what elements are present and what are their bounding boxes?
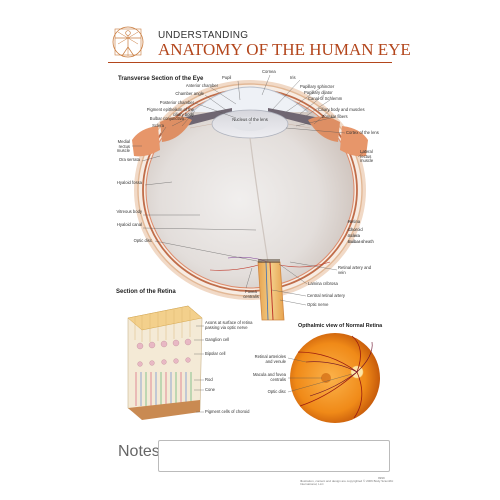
medial-rectus-shape: [132, 126, 160, 157]
label-pupil: Pupil: [222, 75, 232, 80]
section-transverse: Transverse Section of the Eye: [118, 76, 204, 82]
section-ophthalmic: Opthalmic view of Normal Retina: [298, 323, 383, 329]
label-pigment-epithelium: Pigment epithelium of the ciliary body: [146, 107, 194, 117]
fundus-illustration: [290, 333, 380, 423]
label-macula: Macula and fovea centralis: [252, 372, 286, 382]
label-ciliary-body: Ciliary body and muscles: [318, 107, 365, 112]
leader-lines: [132, 74, 367, 306]
label-axons: Axons at surface of retina passing via o…: [205, 320, 253, 330]
label-bulbar-conjunctiva: Bulbar conjunctiva: [149, 116, 184, 121]
notes-field[interactable]: [158, 440, 390, 472]
label-sclera-right: Sclera: [348, 233, 360, 238]
label-papillary-sphincter: Papillary sphincter: [300, 84, 335, 89]
label-zonular-fibers: Zonular fibers: [322, 114, 348, 119]
lateral-rectus-shape: [340, 126, 368, 157]
label-retinal-artery-vein: Retinal artery and vein: [338, 265, 372, 275]
label-bulbar-sheath: Bulbar sheath: [348, 239, 374, 244]
cornea-shape: [191, 86, 309, 113]
label-bipolar: Bipolar cell: [205, 351, 226, 356]
label-ora-serrata: Ora serrata: [118, 157, 140, 162]
label-nucleus-lens: Nucleus of the lens: [232, 117, 268, 122]
ciliary-left-shape: [160, 116, 192, 142]
label-pigment-cells: Pigment cells of choroid: [205, 409, 250, 414]
label-sclera-left: Sclera: [152, 123, 164, 128]
label-medial-rectus: Medial rectus muscle: [116, 139, 130, 154]
label-cone: Cone: [205, 387, 216, 392]
label-hyaloid-canal: Hyaloid canal: [116, 222, 142, 227]
iris-right-shape: [268, 108, 320, 126]
label-fundus-optic-disc: Optic disc: [267, 389, 286, 394]
label-retina: Retina: [348, 219, 361, 224]
label-anterior-chamber: Anterior chamber: [185, 83, 218, 88]
header-rule: [108, 62, 392, 63]
vitruvian-man-logo: [112, 26, 144, 58]
lamina-cribrosa-shape: [258, 259, 280, 263]
label-central-retinal-artery: Central retinal artery: [307, 293, 345, 298]
label-choroid: Choroid: [348, 227, 363, 232]
footer-credit: Illustration, content and design are cop…: [300, 479, 394, 487]
label-optic-disc: Optic disc: [133, 238, 152, 243]
label-fovea-centralis: Fovea centralis: [243, 289, 259, 299]
label-iris: Iris: [290, 75, 296, 80]
label-cornea: Cornea: [262, 69, 276, 74]
label-rod: Rod: [205, 377, 213, 382]
header-title: ANATOMY OF THE HUMAN EYE: [158, 40, 411, 59]
ciliary-right-shape: [308, 116, 340, 142]
notes-label: Notes:: [118, 443, 165, 460]
label-papillary-dilator: Papillary dilator: [304, 90, 333, 95]
label-posterior-chamber: Posterior chamber: [159, 100, 194, 105]
label-cortex-lens: Cortex of the lens: [346, 130, 379, 135]
label-arterioles: Retinal arterioles and venule: [254, 354, 286, 364]
fundus-leader-lines: [287, 357, 353, 393]
header-subtitle: UNDERSTANDING: [158, 30, 249, 41]
label-ganglion: Ganglion cell: [205, 337, 230, 342]
footer-code: 9999: [378, 476, 385, 480]
label-optic-nerve: Optic nerve: [307, 302, 329, 307]
hyaloid-canal-shape: [249, 137, 269, 263]
label-canal-schlemm: Canal of Schlemm: [308, 96, 343, 101]
iris-left-shape: [180, 108, 232, 126]
label-hyaloid-fossa: Hyaloid fossa: [116, 180, 142, 185]
section-retina: Section of the Retina: [116, 289, 176, 295]
retina-leader-lines: [194, 325, 204, 413]
label-lateral-rectus: Lateral rectus muscle: [360, 149, 374, 164]
label-chamber-angle: Chamber angle: [175, 91, 204, 96]
retina-section-illustration: [127, 305, 203, 420]
eyeball-group: [132, 80, 368, 321]
macula-shape: [321, 373, 331, 383]
label-lamina-cribrosa: Lamina cribrosa: [308, 281, 338, 286]
label-vitreous-body: Vitreous body: [116, 209, 142, 214]
